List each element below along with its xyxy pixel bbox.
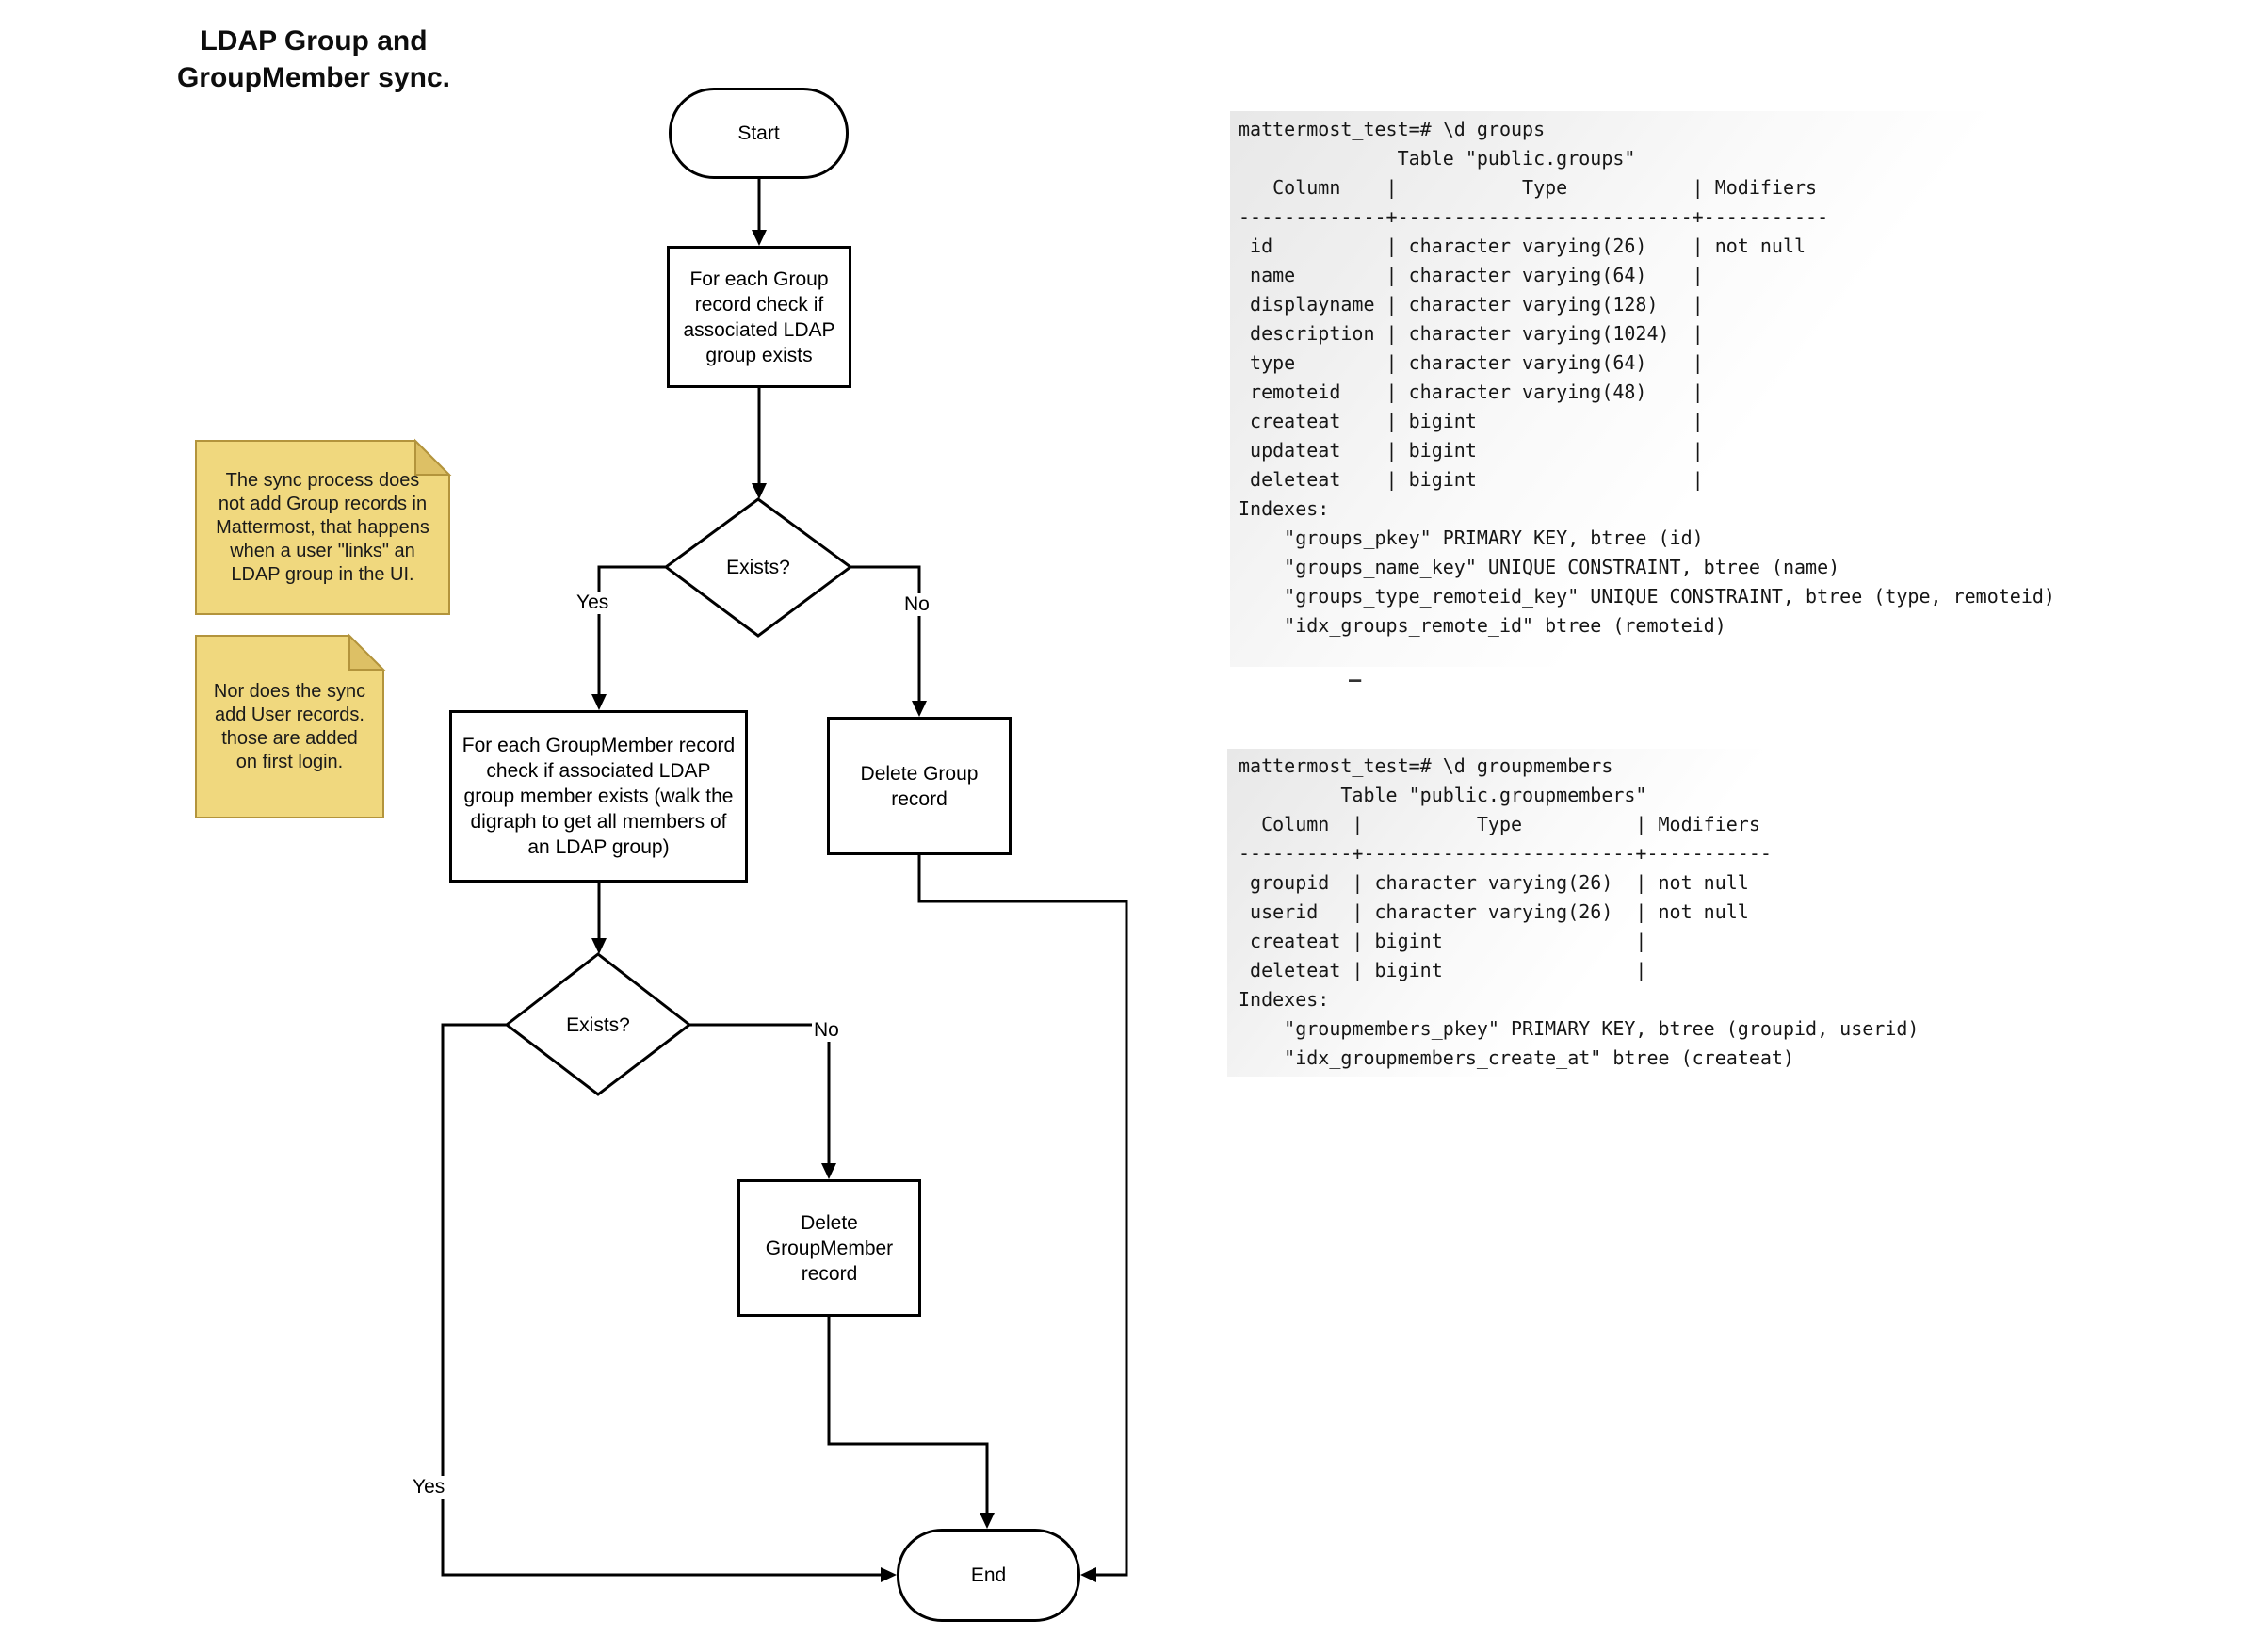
arrowheads (591, 230, 1096, 1582)
decision1-label: Exists? (726, 556, 790, 578)
sticky-note-2-fold (348, 633, 386, 671)
start-node: Start (669, 88, 849, 179)
edge-decision2-yes-to-end (441, 1023, 881, 1577)
groups-table-psql-output: mattermost_test=# \d groups Table "publi… (1239, 118, 2055, 637)
sticky-note-1-fold (414, 438, 452, 476)
page-title: LDAP Group and GroupMember sync. (176, 25, 451, 93)
groups-terminal-panel (1230, 111, 2195, 667)
sticky-note-2-text: Nor does the sync add User records. thos… (213, 680, 366, 772)
groupmembers-terminal-panel (1227, 749, 1962, 1077)
delete-member-step: Delete GroupMember record (737, 1179, 921, 1317)
decision2-no-label: No (812, 1019, 841, 1042)
decision2-yes-label: Yes (411, 1476, 447, 1499)
edge-deletemember-to-end (827, 1317, 989, 1513)
edge-decision2-no (689, 1023, 831, 1163)
sticky-note-1-shape (195, 440, 450, 615)
decision2-diamond (504, 952, 692, 1096)
edge-decision1-no (850, 565, 921, 701)
group-check-step: For each Group record check if associate… (667, 246, 851, 388)
delete-group-step: Delete Group record (827, 717, 1012, 855)
decision1-diamond (663, 497, 853, 638)
end-node: End (897, 1529, 1080, 1622)
member-check-step: For each GroupMember record check if ass… (449, 710, 748, 883)
decision2-label: Exists? (566, 1013, 630, 1036)
sticky-note-2-shape (195, 635, 384, 818)
edge-deletegroup-to-end (917, 855, 1128, 1577)
decision1-no-label: No (902, 593, 932, 616)
stray-dash-mark: – (1349, 669, 1362, 692)
decision1-yes-label: Yes (575, 592, 611, 614)
groupmembers-table-psql-output: mattermost_test=# \d groupmembers Table … (1239, 754, 1920, 1069)
edge-decision1-yes (597, 565, 667, 694)
sticky-note-1-text: The sync process does not add Group reco… (216, 469, 429, 585)
